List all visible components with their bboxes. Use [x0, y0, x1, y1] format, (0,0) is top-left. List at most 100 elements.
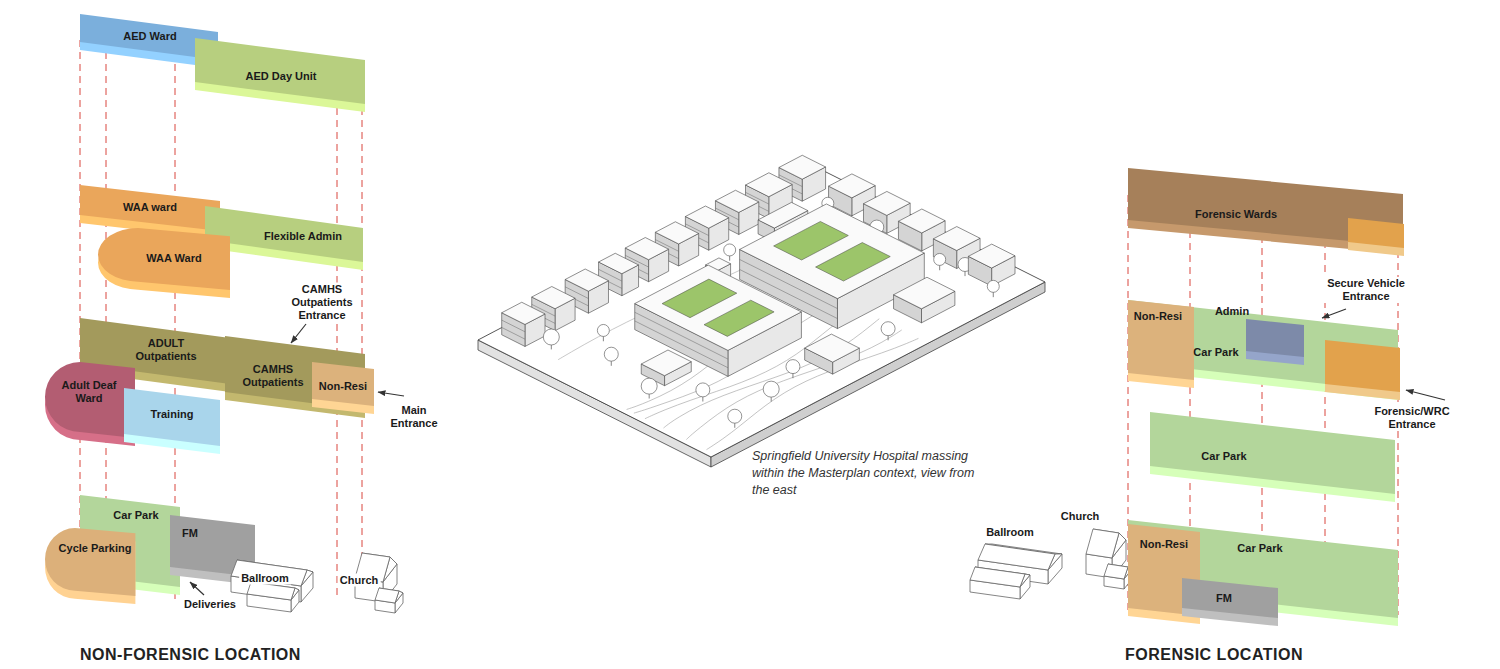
window-band — [502, 327, 525, 339]
building-roof — [625, 238, 668, 260]
zone-label: Ballroom — [239, 572, 291, 585]
site-ground — [478, 165, 1045, 457]
entrance-block — [1325, 340, 1400, 392]
tree — [728, 409, 742, 423]
zone-shape — [45, 528, 135, 604]
roof-plane — [1086, 529, 1119, 558]
zone-label: FM — [182, 527, 198, 540]
tree — [724, 244, 736, 256]
roof-plane — [978, 544, 1055, 570]
courtyard — [662, 279, 737, 318]
zone-label: Car Park — [113, 509, 158, 522]
zone-shape — [124, 388, 220, 454]
building-roof — [933, 227, 980, 251]
zone-top — [124, 388, 220, 446]
building-roof — [805, 334, 860, 362]
floor-zone: Car Park — [1150, 412, 1395, 502]
zone-label: Ballroom — [984, 526, 1036, 539]
tree — [604, 347, 618, 361]
building-roof — [641, 350, 691, 376]
zone-label: Church — [1059, 510, 1102, 523]
zone-label: Cycle Parking — [59, 542, 132, 555]
zone-label: Car Park — [1237, 542, 1282, 555]
building-roof — [532, 287, 575, 309]
tree — [763, 381, 779, 397]
zone-label: Forensic Wards — [1195, 208, 1277, 221]
tree — [597, 324, 609, 336]
leader-arrow — [291, 324, 306, 343]
zone-label: Flexible Admin — [264, 230, 342, 243]
annotation-label: Deliveries — [182, 598, 238, 611]
tree — [987, 280, 999, 292]
annotation-label: Secure Vehicle Entrance — [1316, 277, 1416, 303]
building-roof — [635, 265, 802, 350]
roof-plane — [1104, 564, 1128, 579]
leader-arrow — [1322, 309, 1346, 318]
zone-top — [1128, 520, 1398, 618]
courtyard — [704, 300, 774, 336]
zone-top — [45, 362, 135, 438]
floor-zone: Cycle Parking — [45, 528, 135, 604]
roof-plane — [970, 567, 1025, 587]
zone-top — [45, 528, 135, 596]
floor-zone: Adult Deaf Ward — [45, 362, 135, 446]
zone-top — [1246, 319, 1304, 357]
tree — [786, 360, 800, 374]
zone-label: Admin — [1215, 305, 1249, 318]
zone-label: Car Park — [1201, 450, 1246, 463]
floor-zone: Forensic Wards — [1128, 168, 1403, 254]
building-outline: Church — [335, 540, 415, 618]
zone-top — [312, 362, 374, 406]
zone-label: Training — [151, 408, 194, 421]
floor-zone: WAA Ward — [98, 228, 230, 298]
floor-zone: FM — [1182, 578, 1278, 626]
zone-label: AED Ward — [123, 30, 176, 43]
leader-arrow — [1406, 390, 1445, 400]
roof-plane — [231, 560, 307, 586]
zone-label: Church — [338, 574, 381, 587]
building-roof — [829, 174, 876, 198]
courtyard — [774, 221, 849, 260]
zone-top — [1150, 412, 1395, 494]
floor-zone: AED Day Unit — [195, 38, 365, 112]
floor-zone: Non-Resi — [1128, 300, 1194, 388]
building-roof — [894, 277, 955, 309]
zone-top — [195, 38, 365, 104]
zone-label: Non-Resi — [319, 380, 367, 393]
building-roof — [502, 302, 545, 324]
zone-label: ADULT Outpatients — [130, 337, 202, 363]
zone-label: AED Day Unit — [246, 70, 317, 83]
tree — [881, 322, 895, 336]
section-title: FORENSIC LOCATION — [1125, 646, 1303, 664]
tree — [696, 383, 710, 397]
building-outline: Ballroom — [968, 520, 1080, 602]
building-roof — [715, 190, 758, 212]
tree — [543, 329, 559, 345]
zone-label: CAMHS Outpatients — [236, 363, 310, 389]
zone-top — [1128, 300, 1194, 380]
building-roof — [898, 209, 945, 233]
floor-zone: Non-Resi — [312, 362, 374, 414]
building-roof — [685, 206, 728, 228]
building-roof — [779, 155, 826, 179]
zone-label: Non-Resi — [1140, 538, 1188, 551]
building-roof — [740, 204, 925, 299]
zone-label: FM — [1216, 592, 1232, 605]
zone-shape — [225, 552, 325, 622]
section-title: NON-FORENSIC LOCATION — [80, 646, 301, 664]
zone-label: Non-Resi — [1134, 310, 1182, 323]
roof-plane — [247, 582, 295, 600]
building-roof — [565, 269, 608, 291]
tree — [934, 253, 946, 265]
zone-top — [1182, 578, 1278, 618]
building-roof — [599, 253, 639, 273]
annotation-label: Forensic/WRC Entrance — [1367, 405, 1457, 431]
entrance-block — [1348, 218, 1404, 248]
building-roof — [655, 222, 698, 244]
tree — [641, 378, 657, 394]
site-massing — [478, 155, 1045, 467]
annotation-label: Main Entrance — [386, 404, 442, 430]
zone-label: Adult Deaf Ward — [56, 379, 122, 405]
annotation-label: CAMHS Outpatients Entrance — [283, 283, 361, 322]
